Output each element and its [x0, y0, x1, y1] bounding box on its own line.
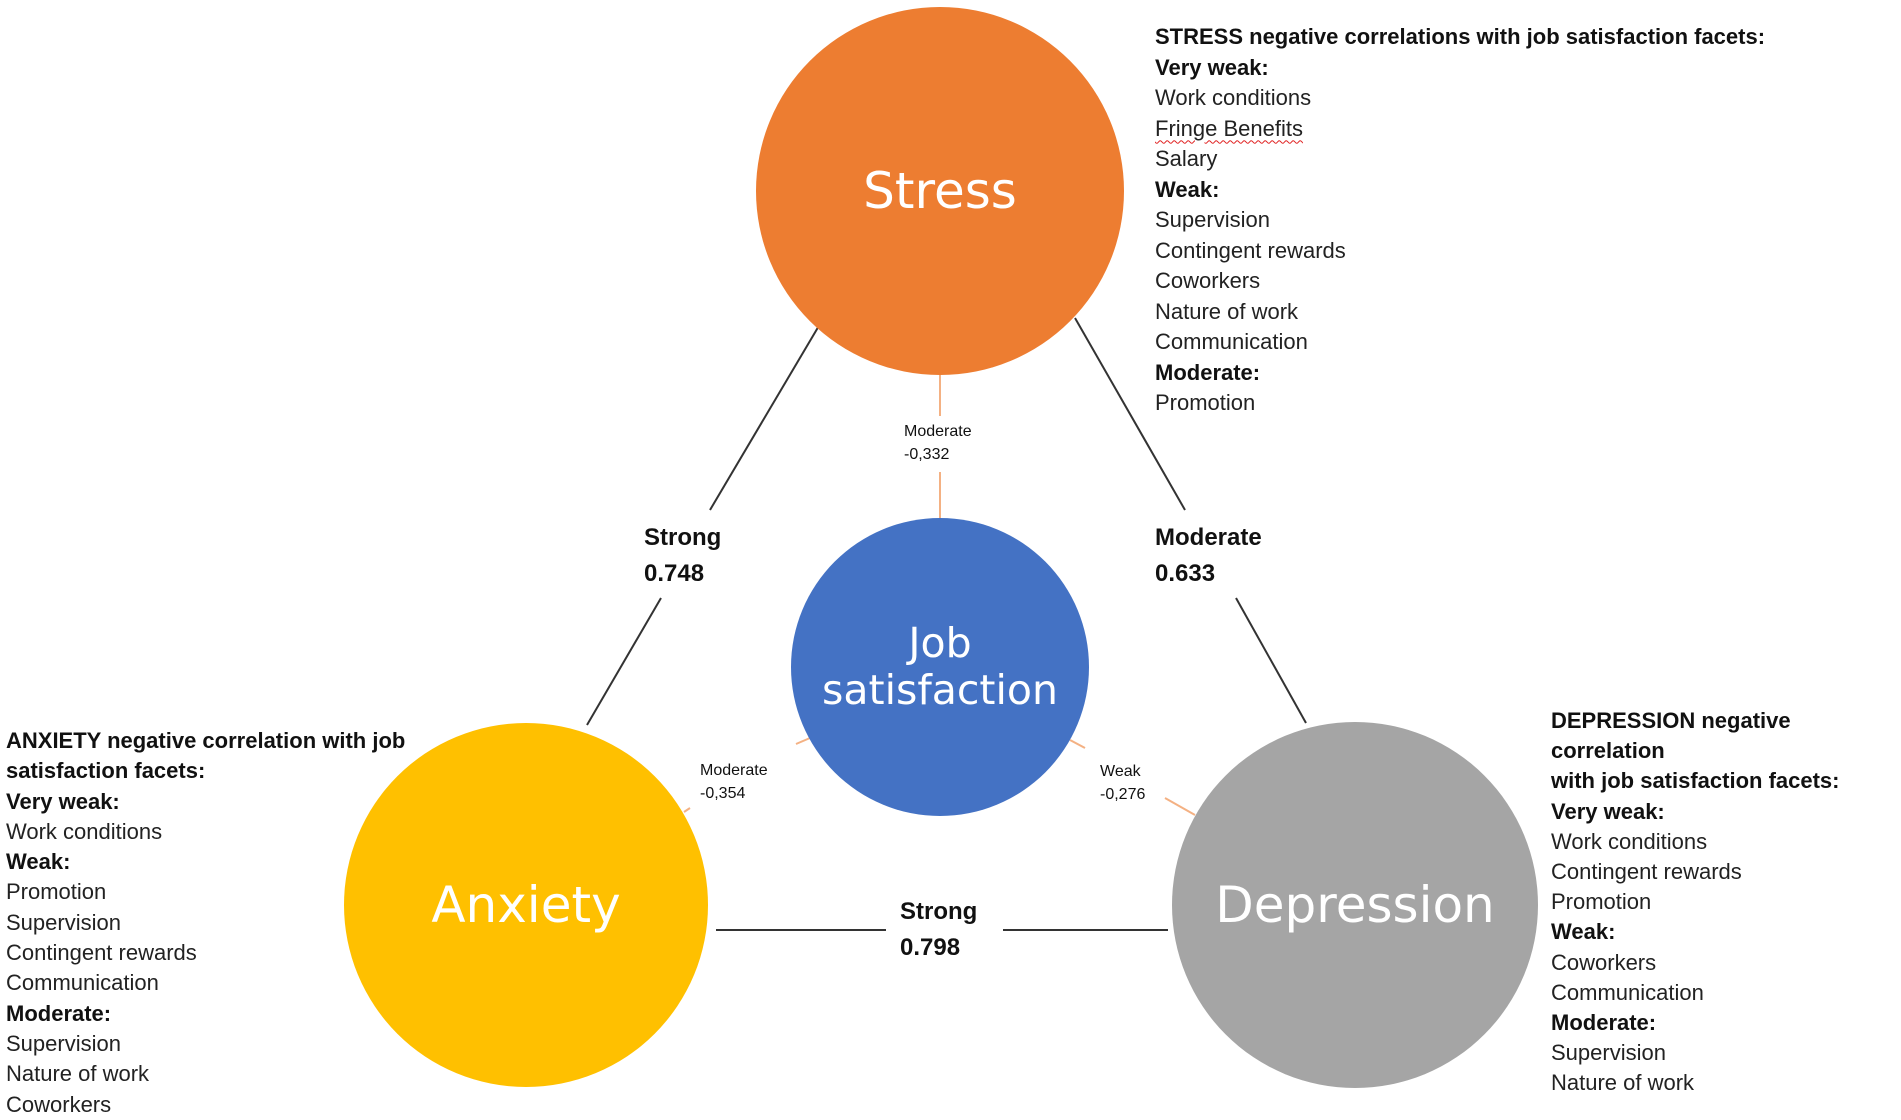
depression-job-line-upper	[1069, 739, 1086, 749]
edge-value: 0.748	[644, 560, 705, 587]
facet-item: Nature of work	[1155, 298, 1299, 324]
anxiety-facets-title-line-1: ANXIETY negative correlation with job	[6, 728, 406, 753]
stress-node: Stress	[756, 7, 1124, 375]
stress-depression-line-lower	[1235, 597, 1307, 724]
depression-node: Depression	[1172, 722, 1538, 1088]
facet-item: Work conditions	[1551, 828, 1708, 854]
edge-value: -0,332	[904, 446, 950, 463]
facet-item: Promotion	[1551, 889, 1652, 915]
stress-depression-edge-label: Moderate 0.633	[1155, 520, 1262, 592]
edge-strength: Moderate	[904, 423, 972, 440]
facet-item: Communication	[6, 970, 159, 996]
stress-depression-line-upper	[1074, 317, 1186, 511]
edge-value: -0,276	[1100, 786, 1146, 803]
facet-item: Work conditions	[6, 818, 163, 844]
anxiety-node: Anxiety	[344, 723, 708, 1087]
edge-value: 0.798	[900, 934, 961, 961]
facet-item: Contingent rewards	[6, 940, 197, 966]
facet-group-heading: Weak:	[6, 849, 71, 875]
facet-group-heading: Moderate:	[6, 1000, 112, 1026]
facet-item: Coworkers	[1155, 268, 1261, 293]
stress-job-edge-label: Moderate -0,332	[904, 420, 972, 466]
facet-group-heading: Very weak:	[1551, 798, 1665, 824]
facet-item: Coworkers	[6, 1091, 112, 1117]
anxiety-job-edge-label: Moderate -0,354	[700, 759, 768, 805]
edge-strength: Strong	[900, 898, 978, 925]
depression-facets-title-line-2: with job satisfaction facets:	[1551, 768, 1840, 794]
facet-item-text: Fringe Benefits	[1155, 115, 1303, 141]
stress-node-label: Stress	[863, 162, 1017, 220]
stress-anxiety-edge-label: Strong 0.748	[644, 520, 721, 592]
edge-strength: Moderate	[1155, 524, 1262, 551]
facet-item: Coworkers	[1551, 949, 1657, 975]
anxiety-depression-edge-label: Strong 0.798	[900, 894, 977, 966]
edge-value: -0,354	[700, 785, 746, 802]
job-satisfaction-node: Job satisfaction	[791, 518, 1089, 816]
anxiety-job-line-lower	[683, 807, 691, 813]
depression-facets-panel: DEPRESSION negative correlation with job…	[1551, 706, 1901, 1099]
anxiety-facets-title-line-2: satisfaction facets:	[6, 758, 206, 784]
facet-group-heading: Very weak:	[1155, 54, 1269, 80]
facet-item: Contingent rewards	[1551, 859, 1742, 885]
edge-strength: Strong	[644, 524, 722, 551]
edge-value: 0.633	[1155, 560, 1216, 587]
facet-item: Contingent rewards	[1155, 237, 1346, 263]
depression-node-label: Depression	[1215, 876, 1495, 934]
facet-item: Salary	[1155, 146, 1218, 171]
anxiety-job-line-upper	[795, 737, 811, 745]
job-satisfaction-label-line-1: Job	[908, 618, 972, 667]
depression-job-line-lower	[1164, 797, 1196, 816]
depression-job-edge-label: Weak -0,276	[1100, 760, 1145, 806]
stress-facets-title: STRESS negative correlations with job sa…	[1155, 24, 1766, 49]
facet-item: Nature of work	[1551, 1070, 1695, 1096]
facet-item: Communication	[1155, 329, 1308, 354]
facet-group-heading: Moderate:	[1155, 359, 1261, 385]
facet-item: Promotion	[1155, 390, 1256, 415]
edge-strength: Weak	[1100, 763, 1141, 780]
facet-item: Work conditions	[1155, 85, 1312, 110]
facet-group-heading: Very weak:	[6, 788, 120, 814]
depression-facets-title-line-1: DEPRESSION negative correlation	[1551, 708, 1791, 764]
facet-item: Communication	[1551, 979, 1704, 1005]
facet-item: Supervision	[1155, 207, 1270, 232]
facet-item: Supervision	[6, 909, 121, 935]
facet-group-heading: Weak:	[1551, 919, 1616, 945]
facet-group-heading: Weak:	[1155, 176, 1220, 202]
facet-item: Nature of work	[6, 1061, 150, 1087]
edge-strength: Moderate	[700, 762, 768, 779]
facet-item: Supervision	[1551, 1040, 1666, 1066]
job-satisfaction-label-line-2: satisfaction	[822, 666, 1058, 714]
anxiety-facets-panel: ANXIETY negative correlation with job sa…	[6, 726, 405, 1120]
facet-item: Promotion	[6, 879, 107, 905]
stress-anxiety-line-upper	[709, 323, 821, 511]
stress-facets-panel: STRESS negative correlations with job sa…	[1155, 22, 1765, 419]
facet-item: Fringe Benefits	[1155, 114, 1765, 145]
facet-item: Supervision	[6, 1030, 121, 1056]
anxiety-node-label: Anxiety	[431, 876, 621, 934]
facet-group-heading: Moderate:	[1551, 1010, 1657, 1036]
stress-anxiety-line-lower	[586, 597, 662, 726]
